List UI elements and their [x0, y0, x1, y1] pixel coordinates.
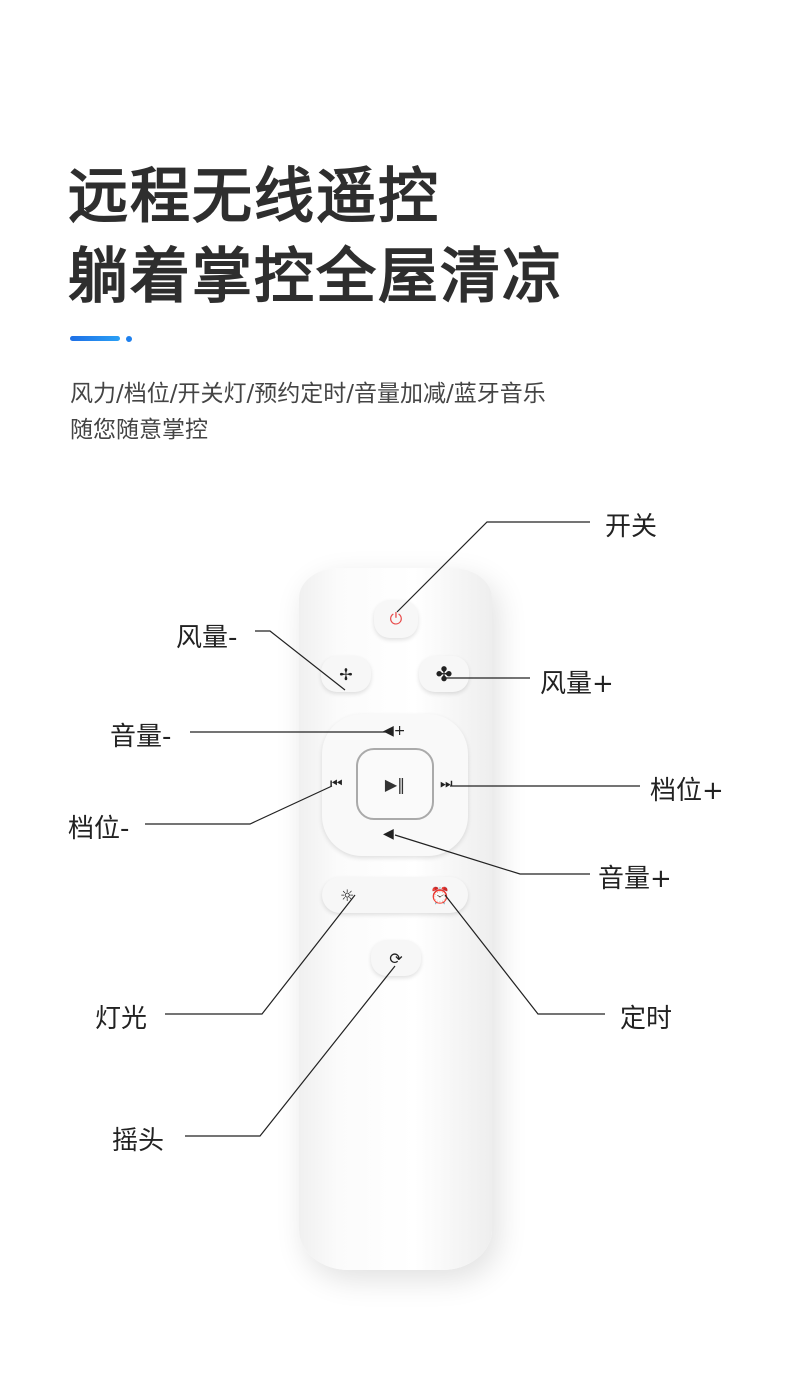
alarm-clock-icon[interactable]: ⏰ [430, 885, 450, 905]
power-button[interactable]: ⏻ [374, 600, 418, 638]
callout-line-swing [185, 965, 396, 1137]
accent-bar [70, 336, 120, 341]
label-swing: 摇头 [112, 1126, 165, 1156]
volume-up-icon[interactable]: ◀+ [383, 723, 406, 739]
callout-line-light [165, 894, 356, 1015]
callout-line-gear-down [145, 785, 333, 825]
callout-line-power [396, 521, 590, 613]
label-vol-up: 音量+ [598, 864, 672, 894]
fan-icon: ✤ [435, 662, 453, 686]
label-light: 灯光 [95, 1004, 148, 1034]
fan-up-button[interactable]: ✤ [419, 656, 469, 692]
previous-icon[interactable]: ⏮ [330, 776, 343, 792]
label-timer: 定时 [620, 1004, 673, 1034]
heading-line-1: 远程无线遥控 [68, 162, 440, 232]
swing-icon: ⟳ [389, 948, 403, 968]
fan-down-button[interactable]: ✢ [321, 656, 371, 692]
power-icon: ⏻ [389, 609, 403, 628]
subtitle-line-2: 随您随意掌控 [70, 417, 208, 443]
next-icon[interactable]: ⏭ [440, 776, 453, 792]
swing-button[interactable]: ⟳ [371, 940, 421, 976]
heading-line-2: 躺着掌控全屋清凉 [68, 242, 564, 312]
callout-line-vol-up [394, 834, 590, 875]
label-fan-down: 风量- [176, 623, 238, 653]
play-pause-button[interactable]: ▶‖ [356, 748, 434, 820]
callout-line-fan-down [255, 630, 346, 691]
accent-dot [126, 336, 132, 342]
volume-down-icon[interactable]: ◀ [383, 826, 394, 842]
label-power: 开关 [605, 512, 658, 542]
callout-line-timer [444, 894, 605, 1015]
label-gear-up: 档位+ [650, 776, 724, 806]
label-vol-down: 音量- [110, 722, 172, 752]
fan-icon: ✢ [339, 664, 353, 684]
label-fan-up: 风量+ [540, 669, 614, 699]
label-gear-down: 档位- [68, 814, 130, 844]
subtitle-line-1: 风力/档位/开关灯/预约定时/音量加减/蓝牙音乐 [70, 381, 546, 407]
play-pause-icon: ▶‖ [384, 774, 406, 794]
